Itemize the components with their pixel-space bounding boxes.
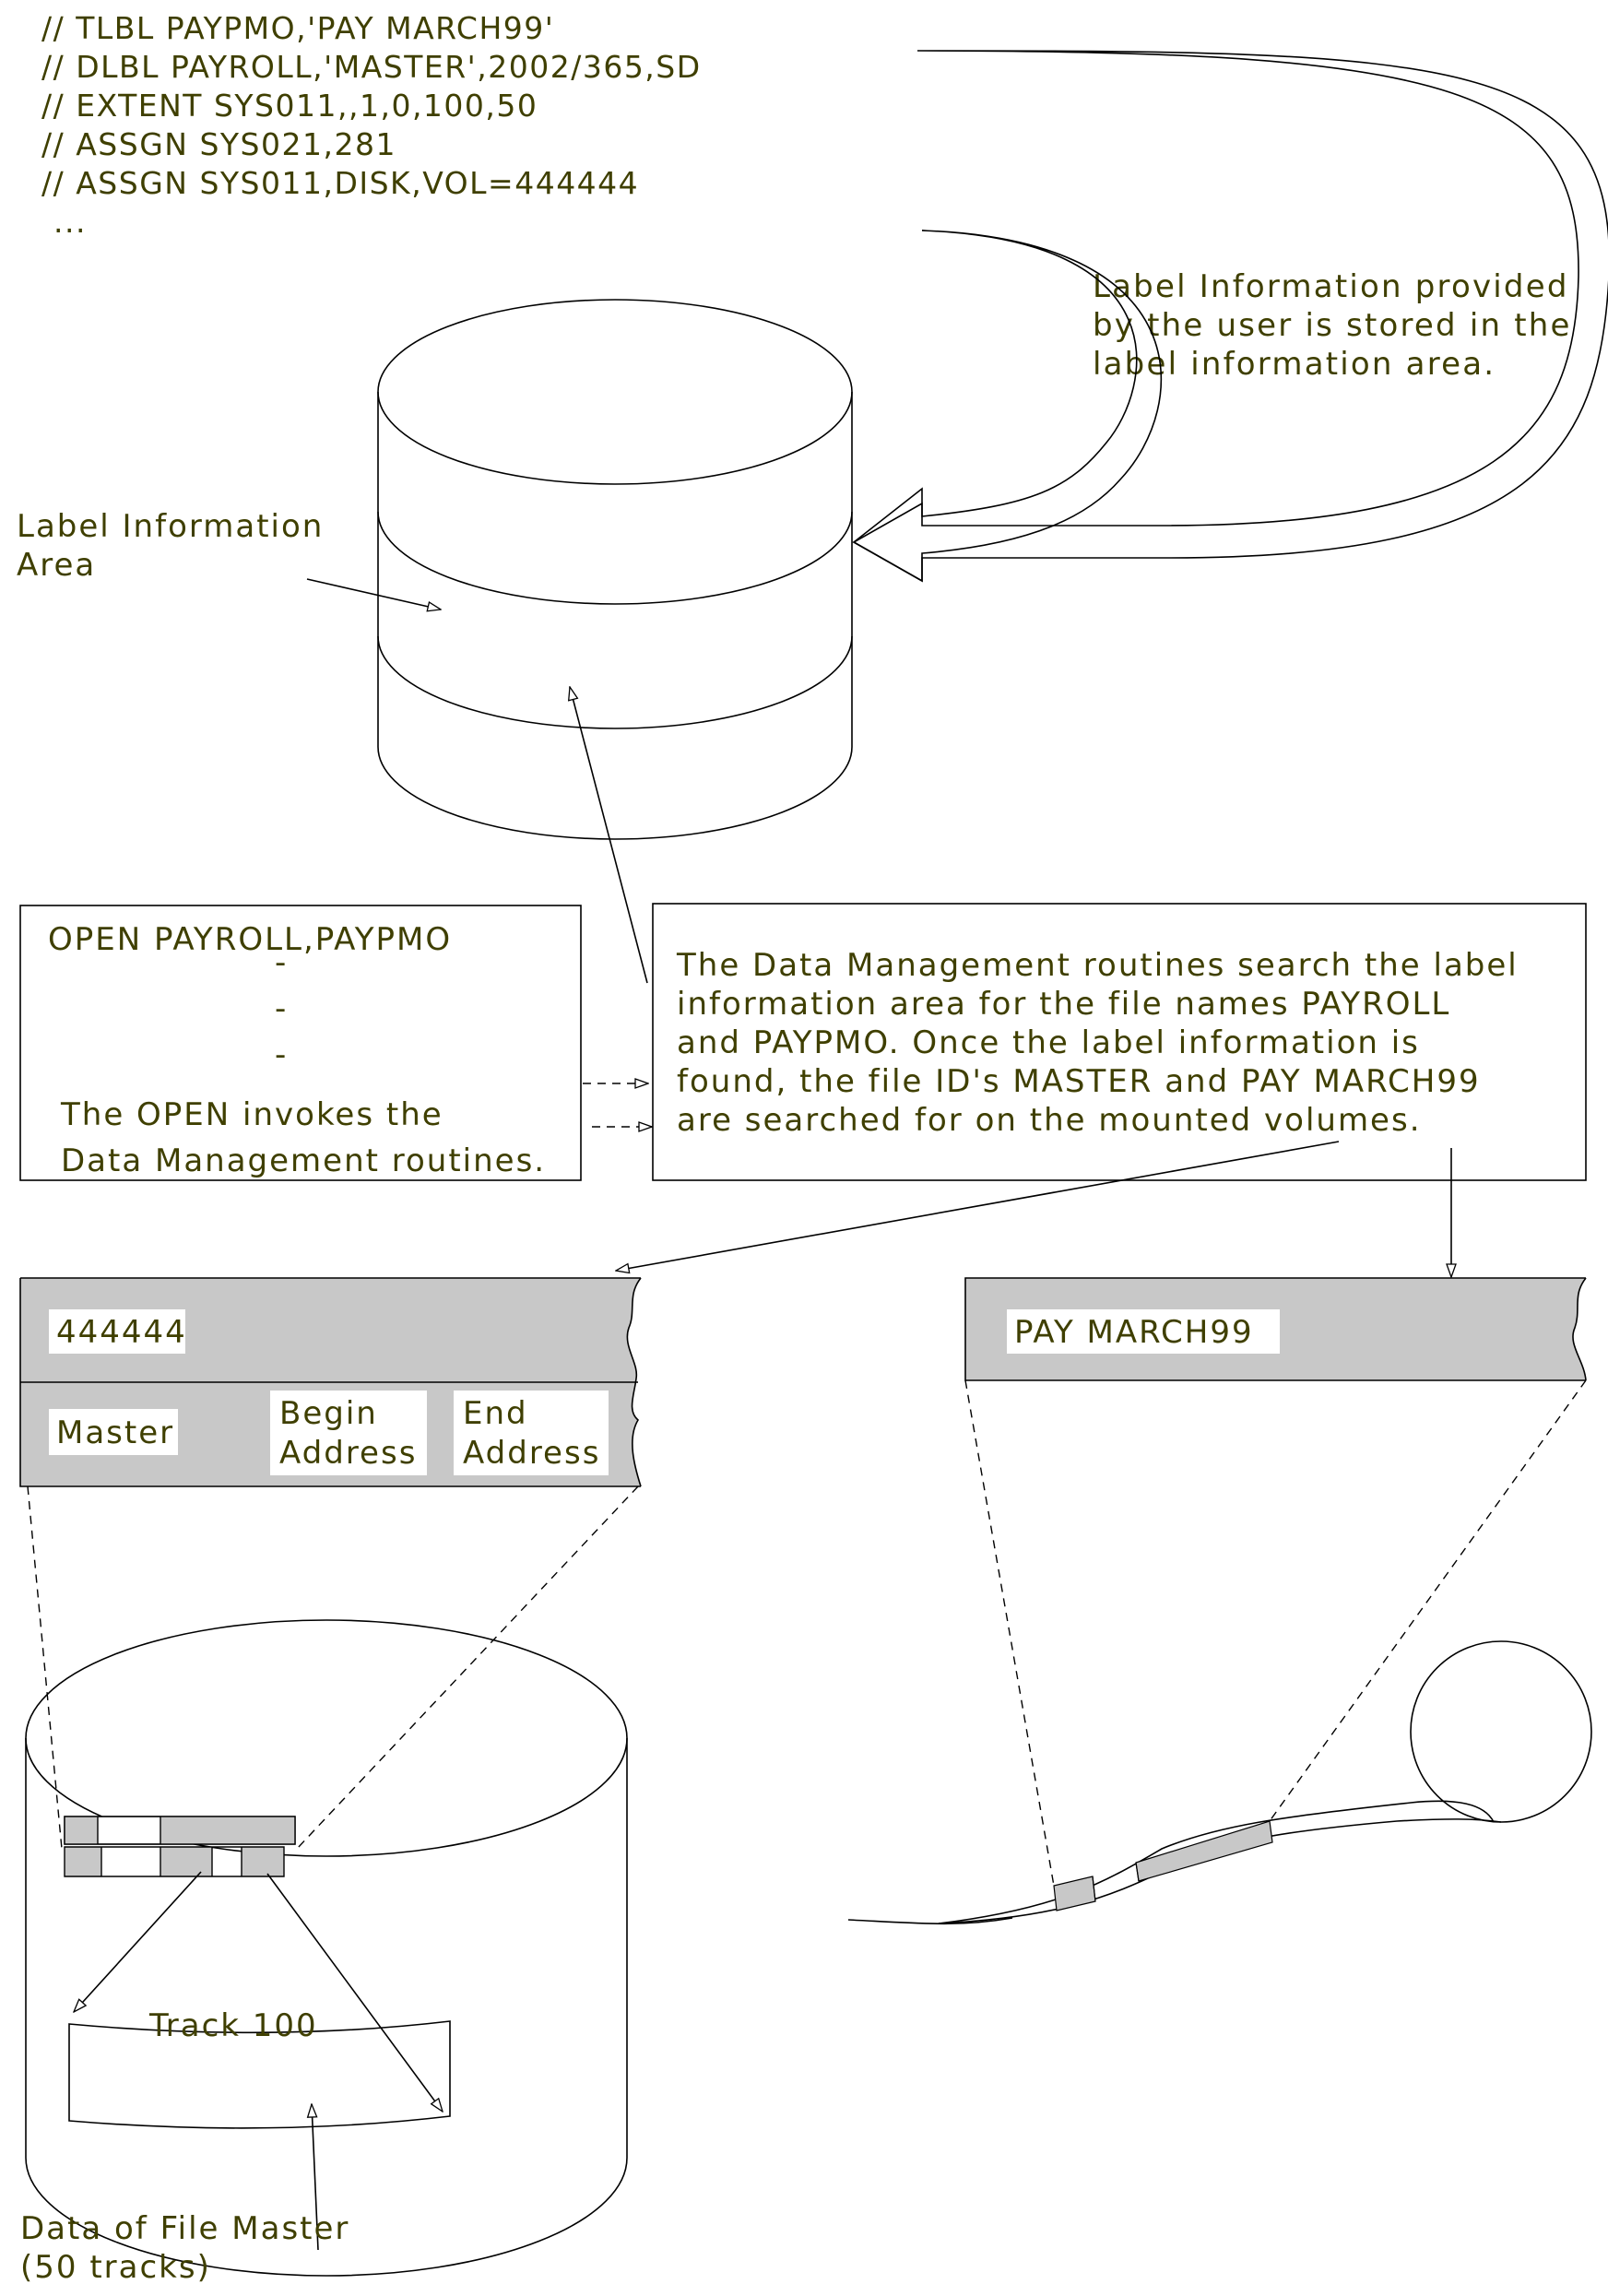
open-dash: - [275, 944, 288, 981]
label-area-pointer [306, 578, 441, 610]
end-address-label: Address [463, 1435, 600, 1472]
jcl-line: // DLBL PAYROLL,'MASTER',2002/365,SD [41, 49, 702, 85]
dm-text: The Data Management routines search the … [676, 947, 1519, 984]
label-note-line: by the user is stored in the [1093, 307, 1572, 344]
open-dash: - [275, 990, 288, 1027]
file-id-master: Master [56, 1414, 174, 1451]
open-statement: OPEN PAYROLL,PAYPMO [48, 921, 452, 958]
jcl-line: // TLBL PAYPMO,'PAY MARCH99' [41, 10, 554, 46]
jcl-line: // ASSGN SYS011,DISK,VOL=444444 [41, 165, 639, 201]
projection-line [964, 1379, 1055, 1887]
jcl-line: // EXTENT SYS011,,1,0,100,50 [41, 88, 538, 124]
tape-reel [847, 1640, 1592, 1925]
volume-serial: 444444 [56, 1314, 187, 1351]
data-caption: (50 tracks) [20, 2249, 211, 2286]
label-note-line: label information area. [1093, 346, 1496, 383]
projection-line [296, 1485, 639, 1850]
inner-curved-arrow [852, 230, 1163, 583]
jcl-statements: // TLBL PAYPMO,'PAY MARCH99' // DLBL PAY… [41, 10, 702, 240]
projection-line [27, 1485, 63, 1850]
dm-to-label-area-arrow [570, 687, 648, 984]
begin-address-label: Address [279, 1435, 417, 1472]
label-info-note: Label Information provided by the user i… [1093, 268, 1572, 383]
open-text: The OPEN invokes the [60, 1096, 443, 1133]
projection-line [1269, 1379, 1587, 1822]
disk-volume-label: 444444 Master Begin Address End Address [19, 1277, 642, 1487]
label-area-label: Label Information [17, 508, 324, 545]
data-caption-arrow [312, 2104, 319, 2251]
dm-text: and PAYPMO. Once the label information i… [677, 1024, 1420, 1061]
open-dash: - [275, 1036, 288, 1073]
end-address-label: End [463, 1395, 528, 1432]
open-box: OPEN PAYROLL,PAYPMO - - - The OPEN invok… [19, 905, 582, 1181]
jcl-line: ... [53, 204, 87, 240]
dm-to-disk-label-arrow [616, 1141, 1340, 1271]
data-caption: Data of File Master [20, 2210, 349, 2247]
dm-text: information area for the file names PAYR… [677, 986, 1450, 1023]
track-label: Track 100 [148, 2007, 318, 2044]
begin-address-label: Begin [279, 1395, 378, 1432]
dm-box: The Data Management routines search the … [652, 903, 1587, 1181]
begin-track-arrow [74, 1871, 202, 2012]
dm-text: are searched for on the mounted volumes. [677, 1102, 1422, 1139]
open-text: Data Management routines. [61, 1142, 546, 1179]
data-disk-cylinder [25, 1619, 628, 2277]
tape-file-id: PAY MARCH99 [1014, 1314, 1254, 1351]
dm-text: found, the file ID's MASTER and PAY MARC… [677, 1063, 1481, 1100]
label-note-line: Label Information provided [1093, 268, 1569, 305]
label-info-cylinder [377, 299, 853, 840]
tape-label: PAY MARCH99 [964, 1277, 1587, 1381]
end-track-arrow [266, 1873, 443, 2112]
jcl-line: // ASSGN SYS021,281 [41, 126, 396, 162]
label-area-label: Area [17, 547, 96, 584]
